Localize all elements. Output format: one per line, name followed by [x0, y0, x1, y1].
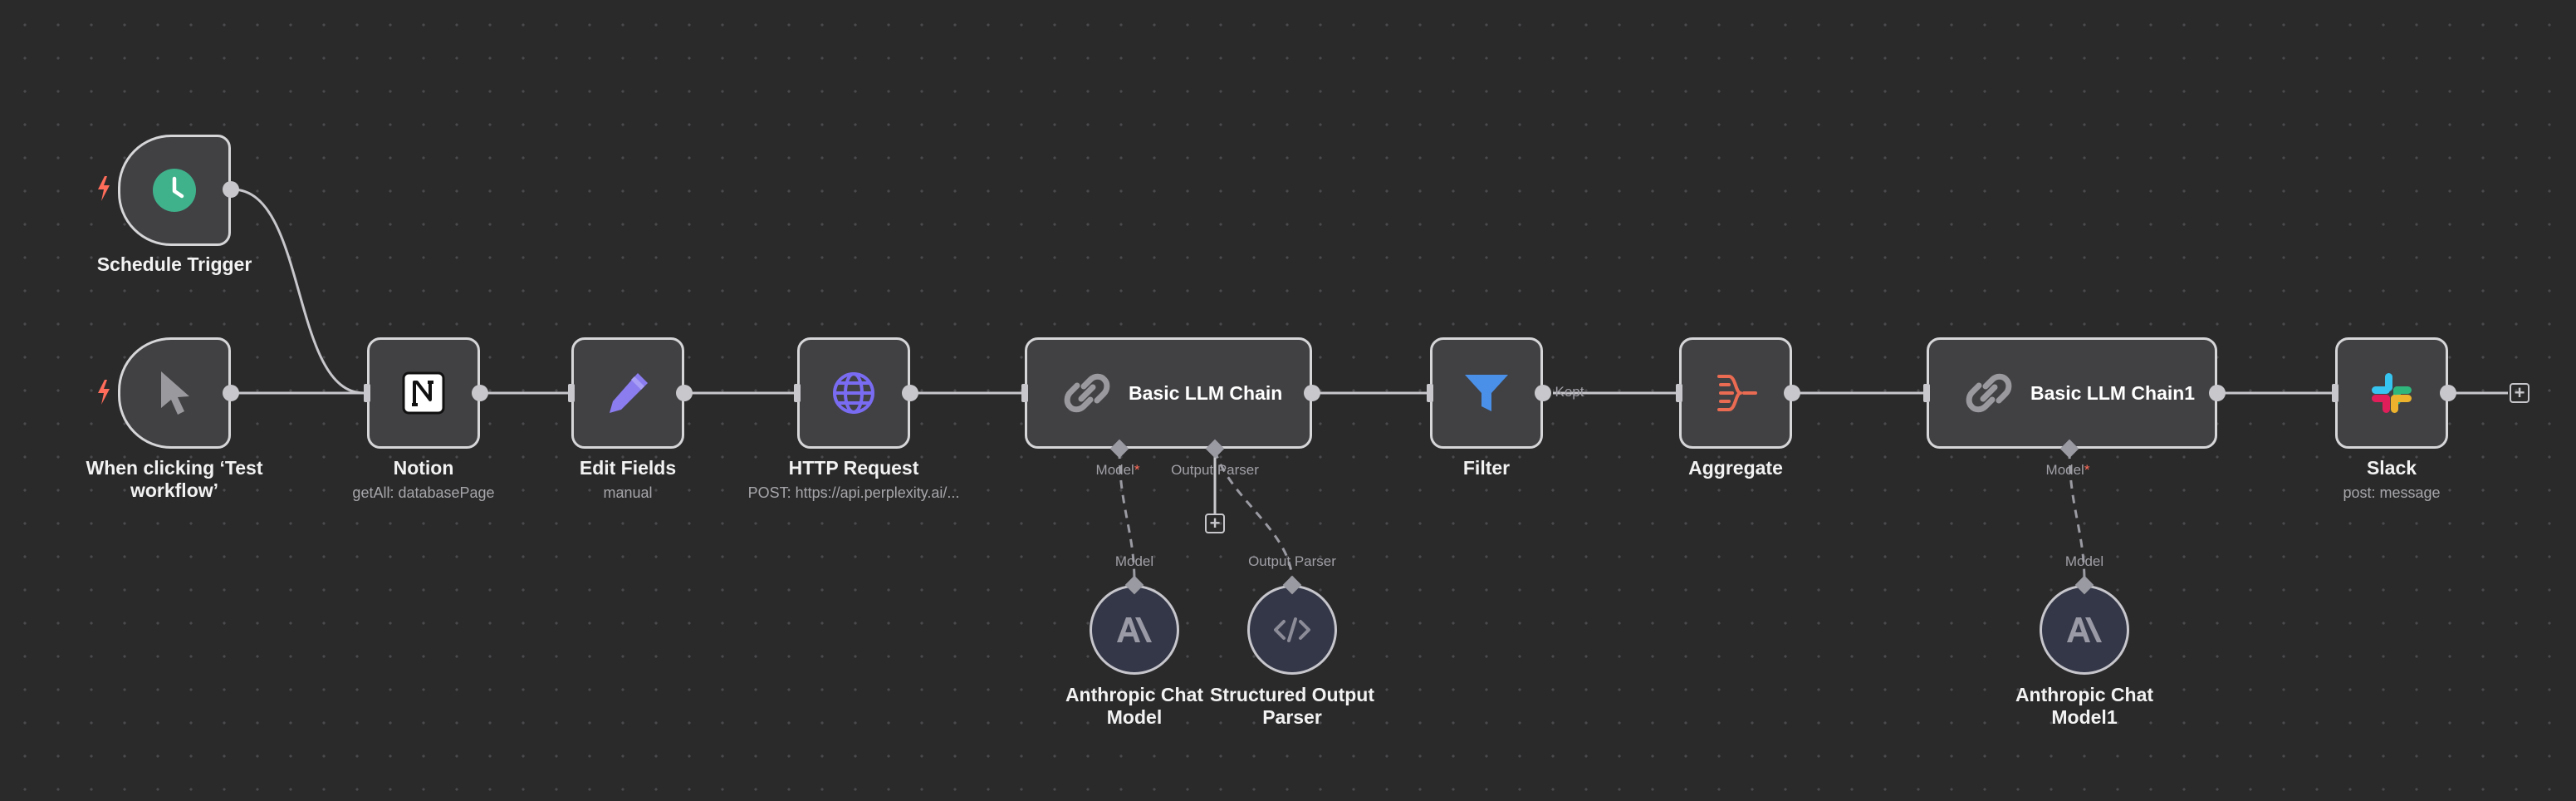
chain-parser-port-label: Output Parser [1171, 462, 1259, 478]
edge-schedule-to-notion [232, 188, 365, 395]
http-request-node[interactable] [797, 337, 910, 449]
anthropic-model-port-label: Model [1114, 553, 1154, 569]
filter-kept-label: Kept [1555, 384, 1584, 400]
aggregate-input-port[interactable] [1676, 384, 1682, 402]
filter-input-port[interactable] [1427, 384, 1433, 402]
slack-node[interactable] [2335, 337, 2448, 449]
slack-output-port[interactable] [2440, 385, 2456, 401]
notion-output-port[interactable] [472, 385, 488, 401]
basic-llm-chain1-input-port[interactable] [1923, 384, 1930, 402]
edit-fields-input-port[interactable] [568, 384, 575, 402]
http-request-subtitle: POST: https://api.perplexity.ai/... [747, 484, 960, 501]
filter-label: Filter [1462, 457, 1511, 479]
notion-input-port[interactable] [364, 384, 370, 402]
edit-fields-output-port[interactable] [676, 385, 693, 401]
clock-icon [153, 169, 196, 212]
code-icon [1274, 617, 1310, 642]
edit-fields-label: Edit Fields [579, 457, 677, 479]
edge-parser-to-chain [1213, 450, 1294, 582]
anthropic-model1-label-line2: Model1 [2051, 706, 2118, 728]
slack-subtitle: post: message [2343, 484, 2441, 501]
edit-fields-node[interactable] [571, 337, 684, 449]
notion-subtitle: getAll: databasePage [352, 484, 495, 501]
cursor-icon [161, 371, 189, 415]
trigger-bolt-icon [98, 380, 110, 405]
aggregate-node[interactable] [1679, 337, 1792, 449]
notion-icon [402, 371, 445, 415]
basic-llm-chain1-title: Basic LLM Chain1 [2030, 381, 2196, 404]
pencil-icon [610, 373, 648, 413]
globe-icon [833, 372, 874, 414]
anthropic-icon [2067, 617, 2102, 642]
chain-model-port-label: Model* [1095, 462, 1140, 478]
edit-fields-subtitle: manual [603, 484, 653, 501]
basic-llm-chain1-node[interactable]: Basic LLM Chain1 [1927, 337, 2217, 449]
http-request-label: HTTP Request [788, 457, 919, 479]
anthropic-model-label-line2: Model [1106, 706, 1163, 728]
basic-llm-chain-node[interactable]: Basic LLM Chain [1025, 337, 1312, 449]
slack-label: Slack [2366, 457, 2417, 479]
manual-trigger-node[interactable] [118, 337, 231, 449]
slack-icon [2372, 373, 2412, 413]
notion-node[interactable] [367, 337, 480, 449]
aggregate-output-port[interactable] [1784, 385, 1800, 401]
manual-trigger-label-line2: workflow’ [130, 479, 219, 501]
output-parser-label-line1: Structured Output [1209, 684, 1375, 705]
schedule-trigger-output-port[interactable] [223, 181, 239, 198]
basic-llm-chain-title: Basic LLM Chain [1129, 381, 1283, 404]
output-parser-label-line2: Parser [1262, 706, 1322, 728]
aggregate-label: Aggregate [1688, 457, 1783, 479]
trigger-bolt-icon [98, 176, 110, 201]
structured-output-parser-node[interactable] [1247, 585, 1337, 675]
http-request-output-port[interactable] [902, 385, 918, 401]
http-request-input-port[interactable] [794, 384, 801, 402]
anthropic-model1-port-label: Model [2064, 553, 2104, 569]
link-icon [1064, 373, 1110, 413]
edge-model1-to-chain1 [2068, 450, 2086, 582]
manual-trigger-label-line1: When clicking ‘Test [86, 457, 263, 479]
notion-label: Notion [393, 457, 454, 479]
anthropic-icon [1117, 617, 1152, 642]
funnel-icon [1465, 375, 1508, 411]
edge-model-to-chain [1118, 450, 1136, 582]
slack-input-port[interactable] [2332, 384, 2338, 402]
schedule-trigger-node[interactable] [118, 135, 231, 246]
anthropic-chat-model-node[interactable] [1090, 585, 1179, 675]
add-parser-button[interactable]: + [1205, 514, 1225, 533]
anthropic-model1-label-line1: Anthropic Chat [2015, 684, 2154, 705]
basic-llm-chain-input-port[interactable] [1021, 384, 1028, 402]
add-node-button[interactable]: + [2510, 383, 2529, 403]
basic-llm-chain1-output-port[interactable] [2209, 385, 2226, 401]
link-icon [1966, 373, 2012, 413]
manual-trigger-output-port[interactable] [223, 385, 239, 401]
output-parser-port-label: Output Parser [1248, 553, 1336, 569]
aggregate-icon [1717, 375, 1757, 411]
filter-output-port[interactable] [1535, 385, 1551, 401]
chain1-model-port-label: Model* [2045, 462, 2090, 478]
basic-llm-chain-output-port[interactable] [1304, 385, 1320, 401]
schedule-trigger-label: Schedule Trigger [96, 253, 252, 275]
anthropic-chat-model1-node[interactable] [2040, 585, 2129, 675]
filter-node[interactable] [1430, 337, 1543, 449]
anthropic-model-label-line1: Anthropic Chat [1065, 684, 1204, 705]
